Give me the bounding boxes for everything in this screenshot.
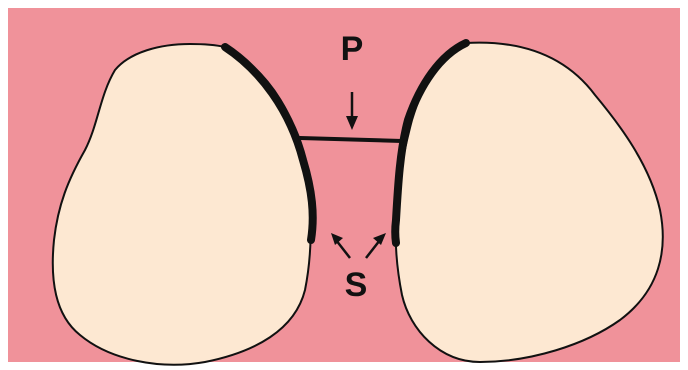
label-p: P [341, 30, 364, 68]
label-s: S [345, 266, 368, 304]
